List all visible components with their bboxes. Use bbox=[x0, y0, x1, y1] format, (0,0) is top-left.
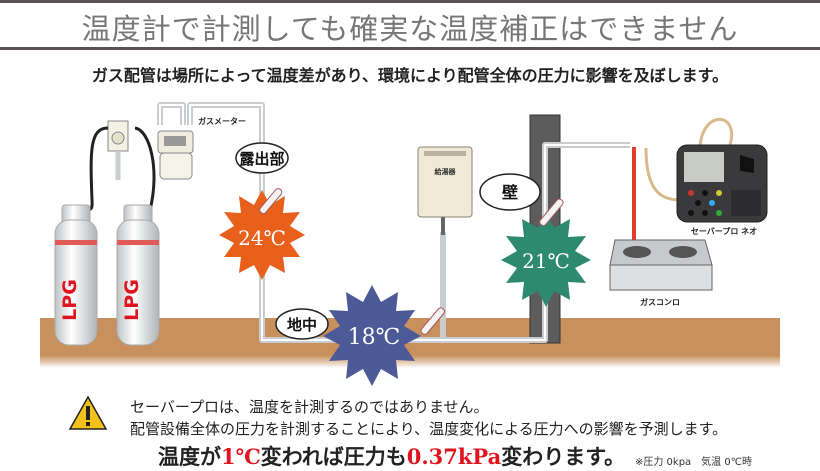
lpg-cylinder: LPG bbox=[116, 204, 160, 346]
zone-exposed-bubble: 露出部 bbox=[235, 142, 289, 174]
zone-wall-bubble: 壁 bbox=[479, 173, 541, 211]
note-line-2: 配管設備全体の圧力を計測することにより、温度変化による圧力への影響を予測します。 bbox=[130, 420, 728, 438]
gas-meter-label: ガスメーター bbox=[198, 116, 246, 126]
page-subtitle: ガス配管は場所によって温度差があり、環境により配管全体の圧力に影響を及ぼします。 bbox=[91, 66, 729, 85]
gas-piping-diagram: ガスメーター LPG LPG 給湯器 ガスコンロ セーバープロ bbox=[40, 102, 780, 386]
footnote: ※圧力 0kpa 気温 0℃時 bbox=[635, 457, 752, 468]
water-heater bbox=[417, 146, 473, 235]
saver-pro-neo-device bbox=[676, 144, 768, 223]
temperature-burst-wall: 21℃ bbox=[501, 198, 591, 307]
gas-meter bbox=[157, 130, 194, 180]
page-title: 温度計で計測しても確実な温度補正はできません bbox=[81, 12, 739, 46]
svg-text:壁: 壁 bbox=[502, 183, 518, 202]
svg-text:露出部: 露出部 bbox=[239, 150, 284, 168]
svg-text:21℃: 21℃ bbox=[522, 249, 570, 273]
device-label: セーバープロ ネオ bbox=[691, 226, 757, 236]
warning-triangle-icon bbox=[68, 395, 108, 430]
top-rule bbox=[0, 0, 820, 3]
water-heater-label: 給湯器 bbox=[435, 167, 457, 176]
temperature-burst-underground: 18℃ bbox=[323, 285, 445, 386]
emphasis-statement: 温度が1℃変われば圧力も0.37kPa変わります。 bbox=[158, 444, 626, 469]
gas-stove bbox=[609, 239, 713, 291]
svg-text:地中: 地中 bbox=[287, 316, 317, 334]
gas-stove-label: ガスコンロ bbox=[640, 297, 680, 307]
temp-change-value: 1℃ bbox=[221, 444, 261, 469]
svg-text:LPG: LPG bbox=[121, 279, 143, 321]
zone-underground-bubble: 地中 bbox=[275, 308, 329, 340]
title-underline bbox=[0, 47, 820, 50]
svg-text:18℃: 18℃ bbox=[348, 325, 401, 350]
lpg-cylinder: LPG bbox=[54, 204, 98, 346]
svg-text:24℃: 24℃ bbox=[238, 226, 286, 250]
note-line-1: セーバープロは、温度を計測するのではありません。 bbox=[130, 398, 489, 416]
pressure-change-value: 0.37kPa bbox=[406, 444, 502, 469]
temperature-burst-exposed: 24℃ bbox=[219, 188, 305, 280]
svg-text:LPG: LPG bbox=[59, 279, 81, 321]
